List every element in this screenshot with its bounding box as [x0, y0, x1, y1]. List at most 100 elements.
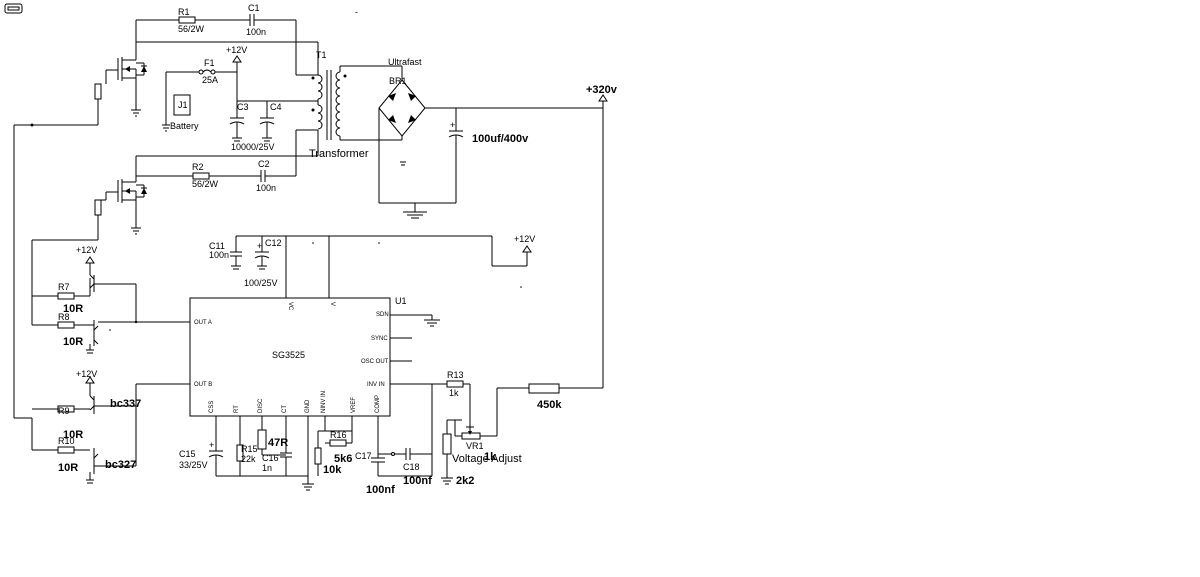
battery-input — [162, 55, 318, 142]
pin-sync: SYNC — [371, 336, 388, 342]
pin-disc: DISC — [258, 398, 264, 413]
vcc2-label: +12V — [514, 234, 535, 244]
c11-label: C11 — [209, 241, 225, 251]
battery-label: Battery — [170, 121, 199, 131]
r8-label: R8 — [58, 312, 70, 322]
r1-value: 56/2W — [178, 24, 205, 34]
c15-label: C15 — [179, 449, 196, 459]
pin-ct: CT — [282, 405, 288, 413]
c18-value: 100nf — [403, 475, 432, 487]
f1-label: F1 — [204, 58, 215, 68]
r2-value: 56/2W — [192, 179, 219, 189]
pin-css: CSS — [209, 401, 215, 413]
svg-text:+: + — [450, 120, 455, 130]
bottom-mosfet-stage — [32, 129, 318, 241]
pin-vc: VC — [287, 302, 293, 311]
hv-output-node — [598, 94, 608, 388]
c4-label: C4 — [270, 102, 282, 112]
c1-label: C1 — [248, 3, 260, 13]
pin-outb: OUT B — [194, 382, 212, 388]
q-bottom-mosfet — [98, 175, 147, 228]
gate-resistor-top — [94, 83, 102, 100]
r2-label: R2 — [192, 162, 204, 172]
c16-label: C16 — [262, 453, 279, 463]
r13-label: R13 — [447, 370, 464, 380]
q-driver-b-pnp — [86, 448, 136, 484]
r-fb-value: 450k — [537, 399, 562, 411]
c1-capacitor — [249, 14, 255, 26]
r9-value: 10R — [63, 429, 83, 441]
pin-comp: COMP — [375, 395, 381, 413]
f1-fuse — [198, 69, 216, 75]
u1-label: U1 — [395, 296, 407, 306]
vcc4-label: +12V — [76, 369, 97, 379]
pin-vref: VREF — [351, 397, 357, 413]
stray-mark: - — [355, 7, 358, 17]
pin-gnd: GND — [305, 399, 311, 413]
c2-value: 100n — [256, 183, 276, 193]
c1-value: 100n — [246, 27, 266, 37]
c17-label: C17 — [355, 451, 372, 461]
r47-value: 47R — [268, 437, 288, 449]
ic-name: SG3525 — [272, 350, 305, 360]
c11-value: 100n — [209, 250, 229, 260]
q-driver-a-pnp — [86, 320, 99, 354]
vr1-label: VR1 — [466, 441, 484, 451]
q-driver-b-npn — [85, 376, 95, 414]
t1-transformer — [311, 42, 403, 156]
c3-label: C3 — [237, 102, 249, 112]
r8-resistor — [57, 321, 75, 329]
r16-value: 5k6 — [334, 453, 352, 465]
r7-label: R7 — [58, 282, 70, 292]
app-icon[interactable] — [4, 3, 23, 14]
pin-sdn: SDN — [376, 312, 389, 318]
vcc3-label: +12V — [76, 245, 97, 255]
svg-text:+: + — [257, 241, 262, 251]
top-mosfet-stage — [14, 14, 318, 126]
driver-stage — [13, 125, 190, 484]
ic-supply: + — [230, 235, 532, 298]
hv-filter-capacitor: + — [448, 108, 464, 203]
q-top-mosfet — [105, 55, 147, 110]
hv-cap-value: 100uf/400v — [472, 133, 529, 145]
c17-value: 100nf — [366, 484, 395, 496]
vr1-name: Voltage Adjust — [452, 453, 522, 465]
r15-label: R15 — [241, 444, 258, 454]
ultrafast-label: Ultrafast — [388, 57, 422, 67]
r10-label: R10 — [58, 436, 75, 446]
pin-rt: RT — [234, 405, 240, 413]
feedback-network — [441, 380, 603, 485]
j1-battery-connector — [173, 94, 191, 116]
r7-value: 10R — [63, 303, 83, 315]
pin-outa: OUT A — [194, 320, 212, 326]
f1-value: 25A — [202, 75, 218, 85]
bc337-label: bc337 — [110, 398, 141, 410]
hv-ground — [400, 161, 427, 219]
r10-resistor — [57, 446, 75, 454]
r13-resistor — [446, 380, 464, 388]
pin-v: V — [329, 302, 335, 306]
c18-label: C18 — [403, 462, 420, 472]
pin-osc-out: OSC OUT — [361, 359, 389, 365]
r7-resistor — [57, 292, 75, 300]
br1-bridge-rectifier — [378, 79, 456, 204]
c15-value: 33/25V — [179, 460, 208, 470]
r1-label: R1 — [178, 7, 190, 17]
c2-label: C2 — [258, 159, 270, 169]
u1-sg3525-ic — [189, 297, 391, 417]
t1-label: T1 — [316, 50, 327, 60]
r8-value: 10R — [63, 336, 83, 348]
pin-inv-in: INV IN — [367, 382, 385, 388]
j1-label: J1 — [178, 100, 188, 110]
r10k-value: 10k — [323, 464, 342, 476]
c16-value: 1n — [262, 463, 272, 473]
r15-value: 22k — [241, 454, 256, 464]
c34-value: 10000/25V — [231, 142, 275, 152]
c2-capacitor — [260, 170, 266, 182]
bc327-label: bc327 — [105, 459, 136, 471]
gate-resistor-bottom — [94, 199, 102, 216]
vr1-potentiometer — [461, 432, 481, 440]
r16-label: R16 — [330, 430, 347, 440]
r-fb-resistor — [528, 383, 560, 394]
